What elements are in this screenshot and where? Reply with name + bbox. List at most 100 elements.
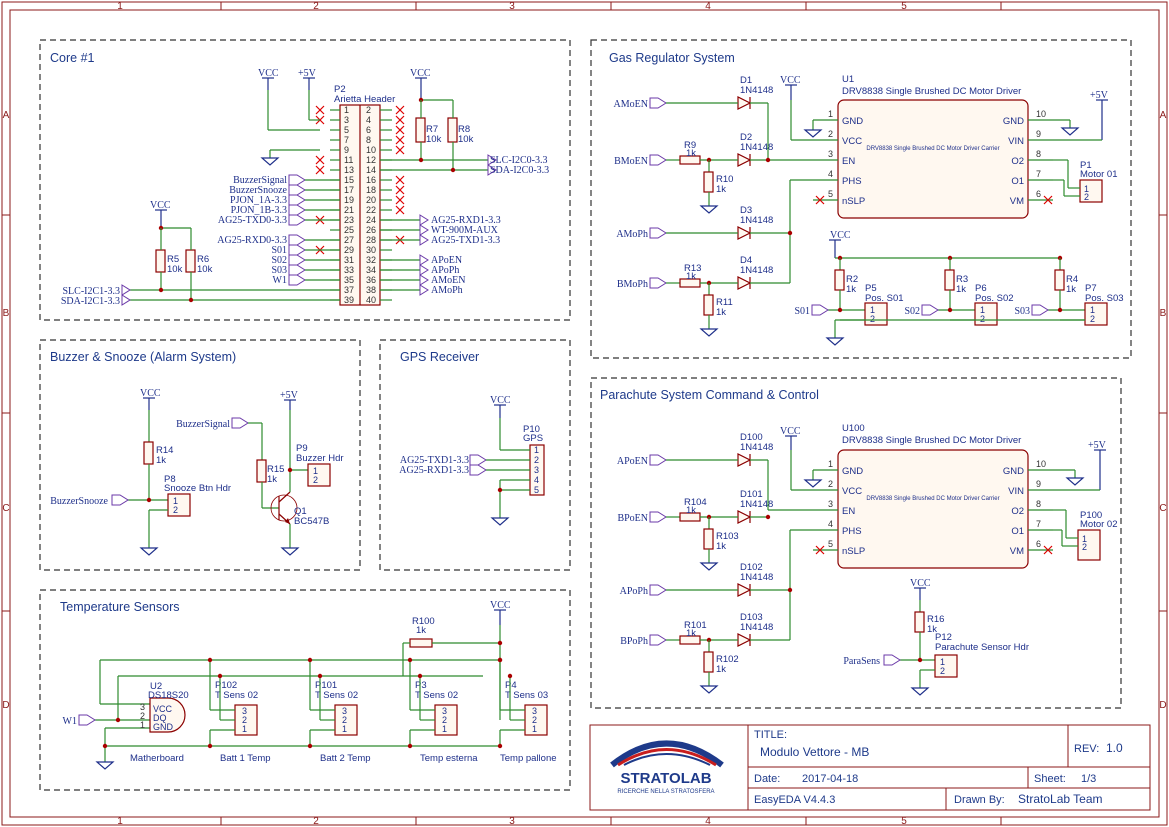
core-5v-label: +5V [298, 68, 317, 79]
p10-ref: P10 [523, 424, 540, 435]
u100-name: DRV8838 Single Brushed DC Motor Driver [842, 435, 1021, 446]
pos-res-ref: R3 [956, 274, 968, 285]
p2-pin-right: 40 [366, 295, 376, 305]
p2-pin-left: 25 [344, 225, 354, 235]
p2-pin-left: 11 [344, 155, 353, 165]
r5-val: 10k [167, 264, 183, 275]
stratolab-logo: STRATOLAB RICERCHE NELLA STRATOSFERA [606, 732, 726, 798]
tconn-ref-2: P3 [415, 680, 427, 691]
core-rnet-6: AMoPh [431, 285, 463, 296]
core-rnet-4: APoPh [431, 265, 459, 276]
drv-rpin: VM [1010, 196, 1024, 207]
p100-motor [1077, 529, 1101, 561]
res-val-1: 1k [686, 505, 696, 516]
core-vcc2-label: VCC [410, 68, 431, 79]
res-val-3: 1k [686, 271, 696, 282]
diode-ref-1: D101 [740, 489, 763, 500]
drv-lpin: VCC [842, 136, 862, 147]
gps-pin-2: 2 [534, 455, 539, 465]
pos-res-val: 1k [1066, 284, 1076, 295]
drv-rpin: VIN [1008, 136, 1024, 147]
u1-ref: U1 [842, 74, 854, 85]
r6 [185, 249, 196, 273]
drv-rnum: 9 [1036, 129, 1041, 139]
p2-pin-left: 13 [344, 165, 354, 175]
in-net-1: BPoEN [617, 513, 648, 524]
diode-val-2: 1N4148 [740, 572, 773, 583]
gps-pin-4: 4 [534, 475, 539, 485]
p8-ref: P8 [164, 474, 176, 485]
r6-val: 10k [197, 264, 213, 275]
tconn-pin: 3 [242, 706, 247, 716]
p2-pin-right: 34 [366, 265, 376, 275]
buzzer-vcc: VCC [140, 388, 161, 399]
p8-snooze-hdr [167, 493, 191, 517]
drv-rnum: 10 [1036, 109, 1046, 119]
grid-row-d-r: D [1159, 700, 1166, 711]
r100-val: 1k [416, 625, 426, 636]
res-ref-3: R101 [684, 620, 707, 631]
drv-lpin: nSLP [842, 546, 865, 557]
r8 [447, 117, 458, 143]
r16-ref: R16 [927, 614, 944, 625]
tconn-pin: 2 [342, 715, 347, 725]
in-net-0: AMoEN [614, 99, 648, 110]
p2-pin-left: 21 [344, 205, 354, 215]
net-sda-i2c0: SDA-I2C0-3.3 [490, 165, 549, 176]
p12-pin1: 1 [940, 657, 945, 667]
p1-ref: P1 [1080, 160, 1092, 171]
drv-rnum: 8 [1036, 499, 1041, 509]
grid-col-5b: 5 [901, 816, 907, 827]
cap-esterna: Temp esterna [420, 753, 478, 764]
diode-ref-0: D1 [740, 75, 752, 86]
pos-net-1: S02 [904, 306, 920, 317]
logo-main: STRATOLAB [620, 770, 711, 787]
p2-pin-left: 29 [344, 245, 354, 255]
r14-val: 1k [156, 455, 166, 466]
drv-rnum: 10 [1036, 459, 1046, 469]
p1-pin1: 1 [1084, 184, 1089, 194]
tconn-pin: 1 [342, 724, 347, 734]
drv-rpin: O2 [1011, 156, 1024, 167]
drv-rpin: VM [1010, 546, 1024, 557]
pos-res-ref: R4 [1066, 274, 1078, 285]
para-vcc: VCC [780, 426, 801, 437]
r7 [415, 117, 426, 143]
tconn-pin: 1 [442, 724, 447, 734]
pull-val-3: 1k [716, 307, 726, 318]
pull-ref-1: R10 [716, 174, 733, 185]
tb-title-label: TITLE: [754, 729, 787, 741]
core-rnet-5: AMoEN [431, 275, 465, 286]
core-left-nets: BuzzerSignalBuzzerSnoozePJON_1A-3.3PJON_… [217, 174, 340, 286]
diode-val-2: 1N4148 [740, 215, 773, 226]
p2-pin-right: 38 [366, 285, 376, 295]
core-net-1: BuzzerSnooze [229, 185, 287, 196]
tconn-name-3: T Sens 03 [505, 690, 548, 701]
tconn-pin: 2 [442, 715, 447, 725]
pos-conn-ref: P6 [975, 283, 987, 294]
drv-rpin: O1 [1011, 176, 1024, 187]
diode-ref-2: D3 [740, 205, 752, 216]
u2-num3: 3 [140, 702, 145, 712]
core-net-2: PJON_1A-3.3 [230, 195, 287, 206]
drv-lnum: 3 [828, 149, 833, 159]
u100-driver [837, 449, 1029, 569]
para-vcc2: VCC [910, 578, 931, 589]
drv-lnum: 1 [828, 109, 833, 119]
p2-pin-right: 26 [366, 225, 376, 235]
tconn-pin: 1 [242, 724, 247, 734]
gas-section [590, 39, 1132, 359]
p2-pin-left: 17 [344, 185, 354, 195]
core-rnet-1: WT-900M-AUX [431, 225, 499, 236]
pos-pin2: 2 [980, 314, 985, 324]
p2-pin-left: 1 [344, 105, 349, 115]
diode-ref-3: D4 [740, 255, 752, 266]
pos-conn-name: Pos. S03 [1085, 293, 1124, 304]
pos-pin1: 1 [1090, 305, 1095, 315]
pos-pin1: 1 [980, 305, 985, 315]
p12-pin2: 2 [940, 666, 945, 676]
u1-driver [837, 99, 1029, 219]
